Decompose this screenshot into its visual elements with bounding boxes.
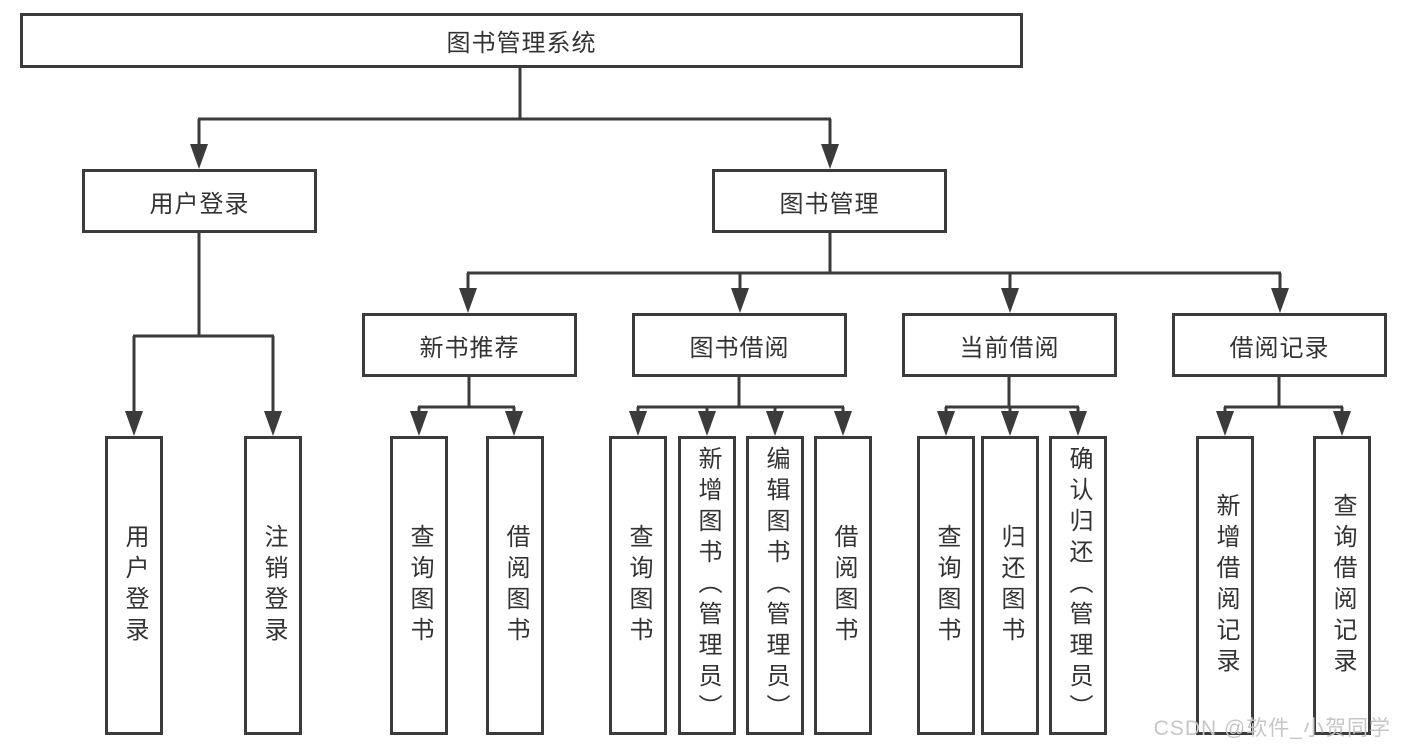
node-book-management: 图书管理 xyxy=(712,169,947,233)
node-borrowing-records: 借阅记录 xyxy=(1172,313,1387,377)
leaf-current-query-books: 查询图书 xyxy=(917,436,975,735)
node-new-book-recommend: 新书推荐 xyxy=(362,313,577,377)
csdn-watermark: CSDN @软件_小贺同学 xyxy=(1153,717,1391,740)
leaf-records-query-borrow-record: 查询借阅记录 xyxy=(1313,436,1371,735)
leaf-logout: 注销登录 xyxy=(244,436,302,735)
leaf-recommend-borrow-books: 借阅图书 xyxy=(486,436,544,735)
leaf-user-login: 用户登录 xyxy=(105,436,163,735)
leaf-borrowing-edit-books-admin: 编辑图书（管理员） xyxy=(746,436,804,735)
leaf-current-confirm-return-admin: 确认归还（管理员） xyxy=(1049,436,1107,735)
node-book-borrowing: 图书借阅 xyxy=(632,313,847,377)
node-library-management-system: 图书管理系统 xyxy=(20,13,1023,68)
node-current-borrowing: 当前借阅 xyxy=(902,313,1117,377)
leaf-borrowing-borrow-books: 借阅图书 xyxy=(814,436,872,735)
leaf-records-add-borrow-record: 新增借阅记录 xyxy=(1196,436,1254,735)
leaf-borrowing-query-books: 查询图书 xyxy=(609,436,667,735)
leaf-recommend-query-books: 查询图书 xyxy=(390,436,448,735)
node-user-login: 用户登录 xyxy=(82,169,317,233)
leaf-borrowing-add-books-admin: 新增图书（管理员） xyxy=(678,436,736,735)
leaf-current-return-books: 归还图书 xyxy=(981,436,1039,735)
